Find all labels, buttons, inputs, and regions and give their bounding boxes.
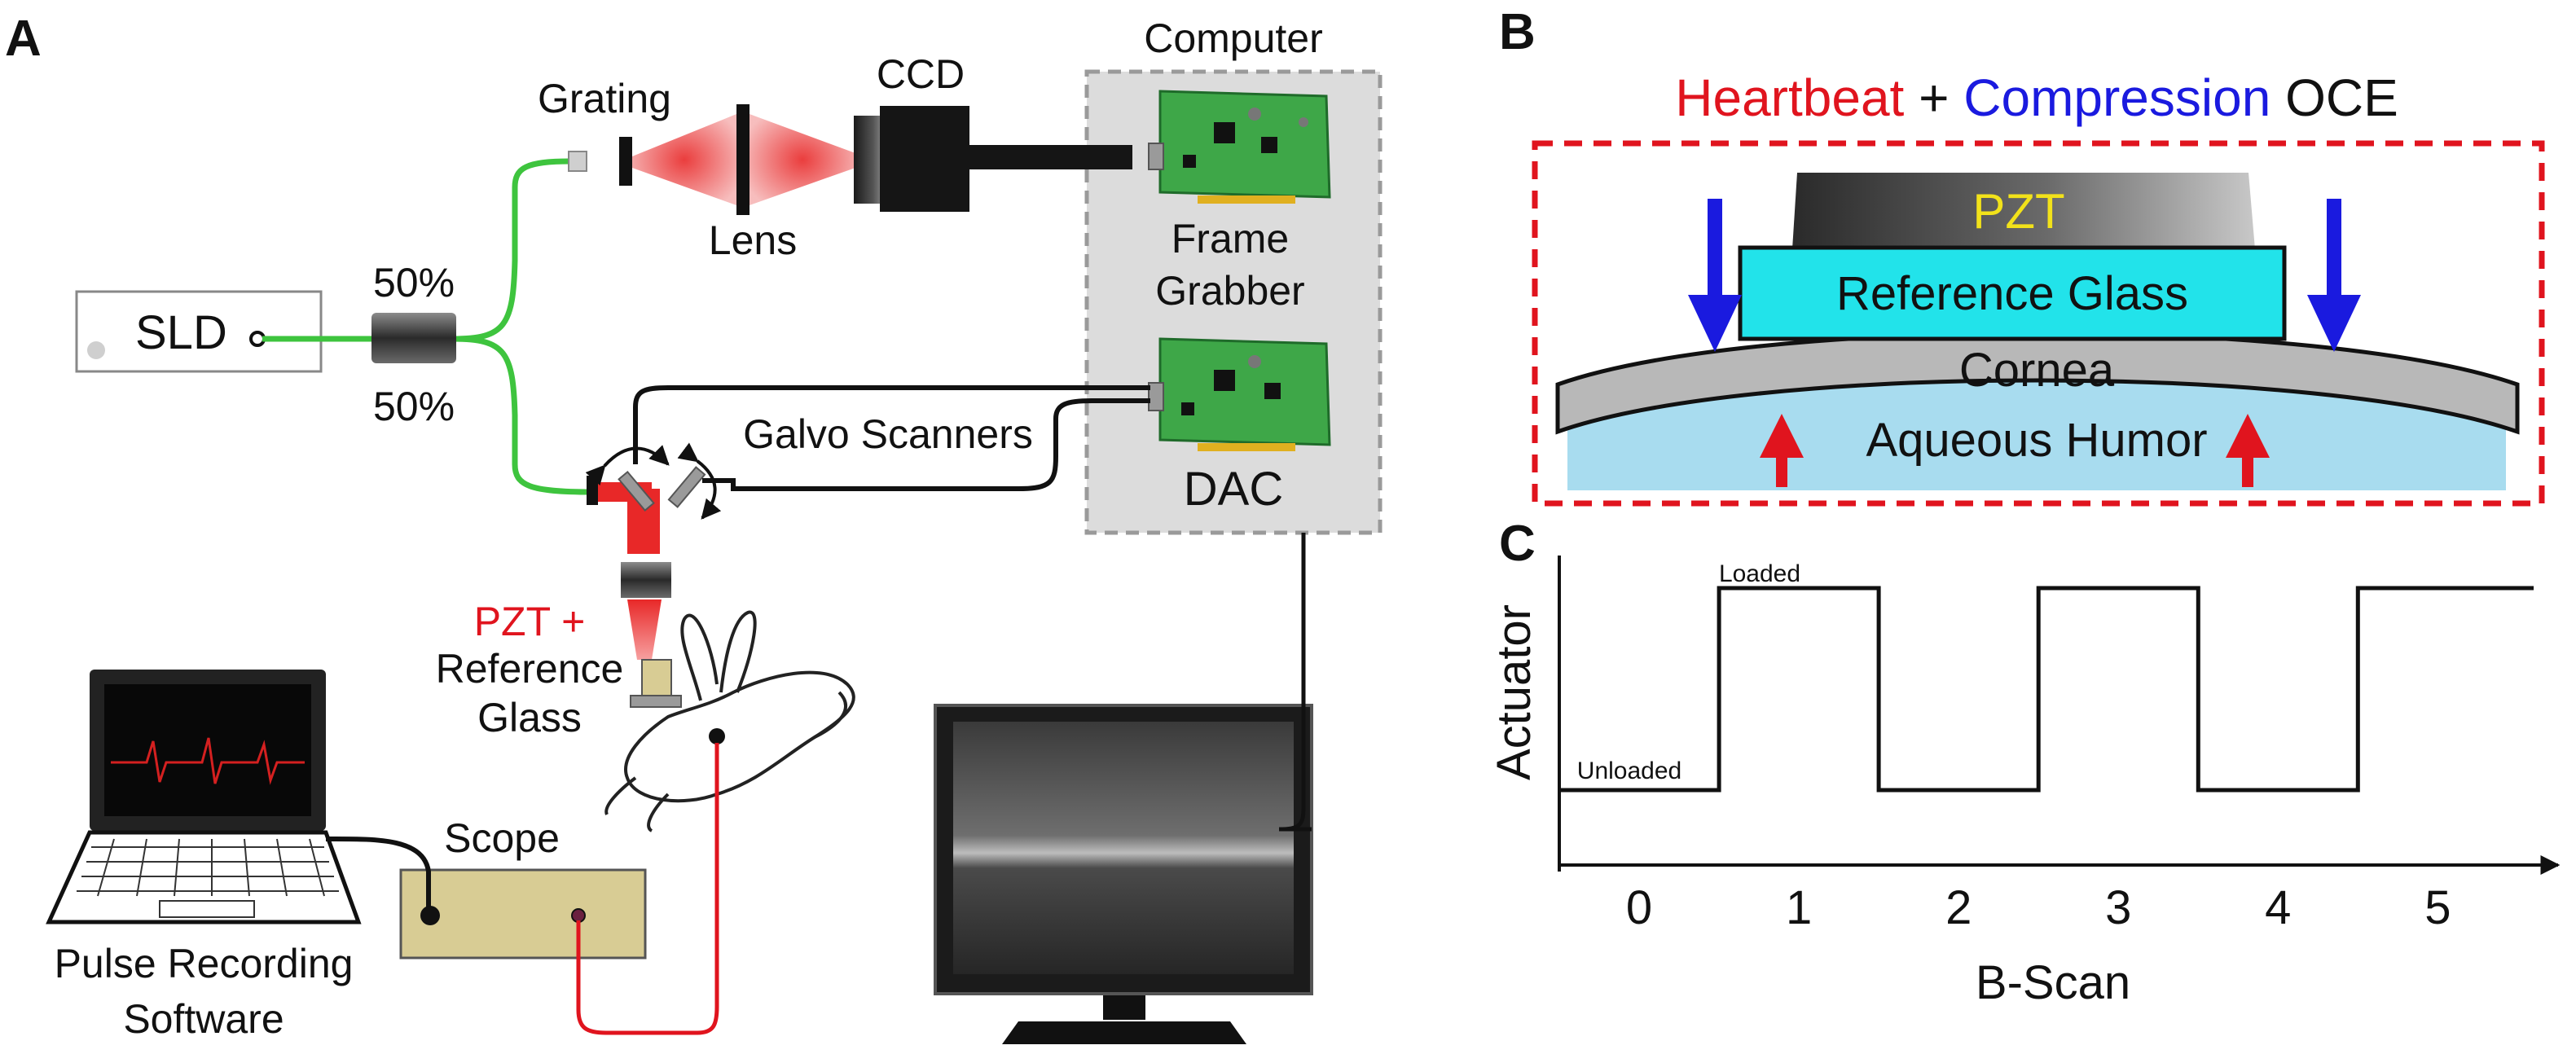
split-bottom-label: 50% <box>373 384 455 429</box>
grating-element <box>619 137 632 186</box>
diffracted-beam <box>632 114 736 205</box>
galvo-label: Galvo Scanners <box>743 411 1033 457</box>
title-heartbeat: Heartbeat <box>1675 68 1904 127</box>
x-tick-label: 5 <box>2424 881 2451 934</box>
scope-input-port-2 <box>571 908 586 923</box>
panel-a: A Computer Frame Grabber DAC <box>5 11 1383 1044</box>
collimator-ref <box>568 151 587 172</box>
laptop <box>46 670 362 924</box>
oct-monitor <box>934 704 1313 1044</box>
sld-label: SLD <box>135 306 227 359</box>
ecg-trace <box>111 737 305 785</box>
pzt-block <box>1792 173 2255 249</box>
unloaded-annotation: Unloaded <box>1577 758 1681 784</box>
x-tick-label: 3 <box>2105 881 2131 934</box>
ref-glass-label-1: Reference <box>436 646 624 692</box>
pulse-software-label-2: Software <box>123 996 284 1042</box>
x-tick-label: 4 <box>2265 881 2291 934</box>
scope-input-port-1 <box>420 906 440 925</box>
title-plus: + <box>1919 68 1963 127</box>
panel-c-letter: C <box>1499 516 1536 572</box>
cornea-label: Cornea <box>1959 344 2115 397</box>
frame-grabber-board <box>1148 90 1331 204</box>
chart-xlabel: B-Scan <box>1976 956 2130 1009</box>
chart-ylabel: Actuator <box>1488 604 1541 780</box>
fiber-to-sample-arm <box>452 336 592 495</box>
sld-indicator <box>87 341 105 359</box>
aqueous-humor-region <box>1567 368 2506 490</box>
dac-board <box>1148 337 1331 451</box>
title-oce: OCE <box>2285 68 2398 127</box>
ccd-camera <box>854 106 1132 212</box>
heartbeat-arrow-right <box>2226 414 2270 487</box>
title-compression: Compression <box>1963 68 2270 127</box>
pzt-ref-glass-block <box>641 659 672 698</box>
scope-label: Scope <box>444 815 560 861</box>
lens-label: Lens <box>709 217 797 263</box>
collimator-sample <box>587 476 598 505</box>
monitor-cable <box>1278 533 1312 832</box>
panel-b: B Heartbeat + Compression OCE Cornea Aqu… <box>1499 4 2545 507</box>
ccd-label: CCD <box>877 51 965 97</box>
dac-label: DAC <box>1184 463 1283 516</box>
pzt-plus-label: PZT + <box>474 599 586 644</box>
reference-glass-label: Reference Glass <box>1836 267 2188 320</box>
rabbit-eye-electrode <box>709 728 725 744</box>
coupler <box>371 313 456 363</box>
loaded-annotation: Loaded <box>1719 560 1800 587</box>
panel-a-letter: A <box>5 11 42 67</box>
chart-x-ticks: 0 1 2 3 4 5 <box>1626 881 2451 934</box>
computer-label: Computer <box>1144 15 1323 61</box>
galvo-cable-1 <box>633 385 1150 464</box>
laptop-to-scope-cable <box>325 836 431 912</box>
panel-b-letter: B <box>1499 4 1536 60</box>
objective-lens <box>621 562 671 598</box>
pulse-software-label-1: Pulse Recording <box>55 941 354 986</box>
rabbit-illustration <box>604 610 855 832</box>
oce-dashed-frame <box>1532 140 2545 507</box>
laptop-screen <box>104 684 311 816</box>
oct-image <box>953 722 1294 974</box>
lens-element <box>736 104 750 215</box>
scope-box <box>399 868 647 960</box>
objective-beam <box>627 599 662 660</box>
fiber-to-grating <box>452 158 571 342</box>
panel-c: C Actuator B-Scan 0 1 2 3 4 5 Loaded Unloaded <box>1488 516 2561 1009</box>
galvo-mirror-2 <box>667 466 706 508</box>
frame-grabber-label-1: Frame <box>1172 216 1289 261</box>
frame-grabber-label-2: Grabber <box>1155 268 1304 314</box>
focused-beam <box>750 114 855 205</box>
x-tick-label: 1 <box>1786 881 1812 934</box>
aqueous-humor-label: Aqueous Humor <box>1866 414 2207 467</box>
ref-glass-label-2: Glass <box>477 695 582 740</box>
x-tick-label: 2 <box>1945 881 1972 934</box>
compression-arrow-right <box>2307 199 2361 352</box>
heartbeat-arrow-left <box>1760 414 1804 487</box>
sld-box <box>75 290 323 373</box>
split-top-label: 50% <box>373 260 455 305</box>
ecg-cable <box>576 743 719 1035</box>
actuator-signal-line <box>1559 586 2534 793</box>
reference-glass-block <box>1738 245 2287 341</box>
x-tick-label: 0 <box>1626 881 1652 934</box>
pzt-ref-glass-base <box>630 695 682 708</box>
galvo-rotation-arrow-2 <box>677 442 722 520</box>
panel-b-title: Heartbeat + Compression OCE <box>1675 68 2398 127</box>
galvo-cable-2 <box>702 398 1150 491</box>
compression-arrow-left <box>1688 199 1742 352</box>
pzt-label: PZT <box>1972 184 2064 239</box>
grating-label: Grating <box>538 76 671 121</box>
